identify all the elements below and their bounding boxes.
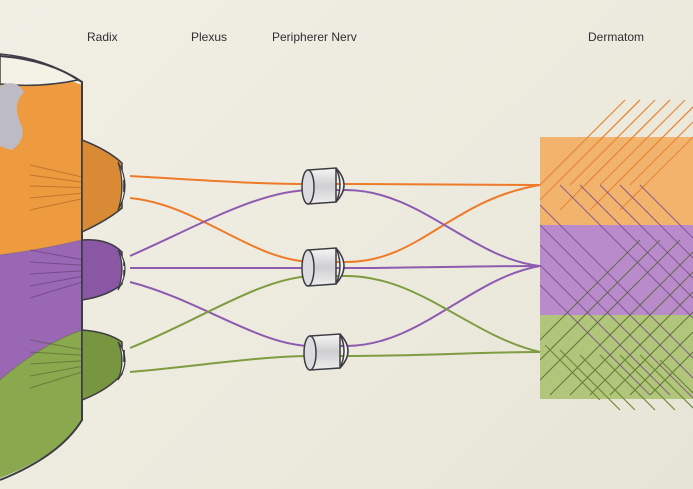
cord-outline <box>0 55 83 481</box>
label-peripheral-nerve: Peripherer Nerv <box>272 30 357 44</box>
peripheral-nerve-cuffs <box>301 167 349 371</box>
dermatome-band-orange <box>540 137 693 225</box>
nerve-cuff-3 <box>303 333 349 371</box>
gray-matter <box>0 83 24 150</box>
label-radix: Radix <box>87 30 118 44</box>
fiber-purple-1 <box>129 189 541 267</box>
label-plexus: Plexus <box>191 30 228 44</box>
fiber-orange-2 <box>129 184 541 263</box>
cord-segment-green <box>0 330 82 478</box>
nerve-roots <box>81 138 126 402</box>
root-green <box>81 329 123 402</box>
root-purple <box>81 239 123 301</box>
cord-top-face <box>0 53 80 87</box>
cord-segment-purple <box>0 240 82 380</box>
spinal-cord <box>0 53 96 481</box>
nerve-cuff-2 <box>301 247 345 287</box>
label-dermatome: Dermatom <box>588 30 645 44</box>
cord-segment-orange <box>0 65 82 255</box>
dermatome-field <box>539 99 693 411</box>
root-orange <box>81 138 123 234</box>
nerve-cuff-1 <box>301 167 345 205</box>
